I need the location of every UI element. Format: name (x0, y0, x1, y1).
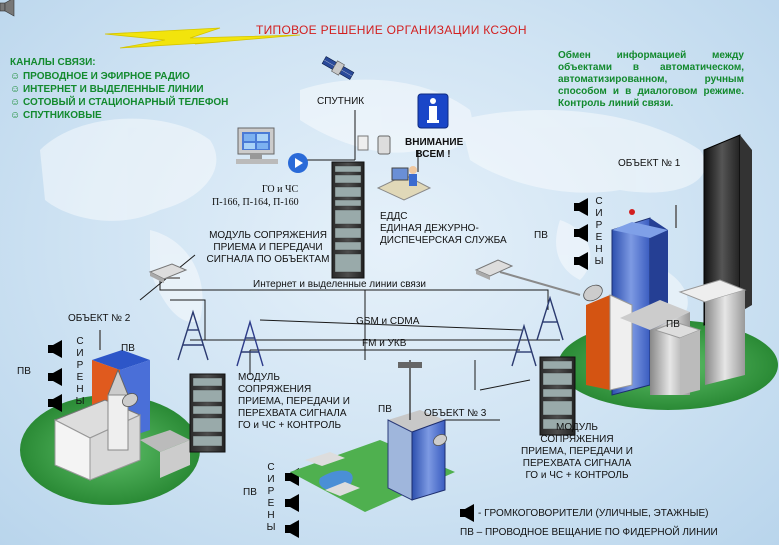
pv-label: ПВ (378, 404, 392, 415)
edds-label: ЕДИНАЯ ДЕЖУРНО- (380, 223, 479, 234)
module-left-label: МОДУЛЬ (238, 372, 280, 383)
server-rack-icon (331, 161, 365, 279)
pv-label: ПВ (17, 366, 31, 377)
speaker-icon (0, 0, 15, 17)
dispatcher-icon (376, 166, 432, 201)
object3-buildings (290, 360, 455, 512)
module-left-label: ПРИЕМА, ПЕРЕДАЧИ И (238, 396, 350, 407)
fm-label: FM и УКВ (362, 338, 407, 349)
module-right-label: ГО и ЧС + КОНТРОЛЬ (525, 470, 629, 481)
module-center-label: СИГНАЛА ПО ОБЪЕКТАМ (206, 254, 330, 265)
module-right-label: СОПРЯЖЕНИЯ (540, 434, 614, 445)
satellite-label: СПУТНИК (317, 96, 365, 107)
module-left-label: СОПРЯЖЕНИЯ (238, 384, 312, 395)
channel-item: ☺ СПУТНИКОВЫЕ (10, 110, 102, 121)
go-chs-label: ГО и ЧС (261, 184, 299, 195)
legend-speakers: - ГРОМКОГОВОРИТЕЛИ (УЛИЧНЫЕ, ЭТАЖНЫЕ) (478, 508, 709, 519)
module-left-label: ГО и ЧС + КОНТРОЛЬ (238, 420, 342, 431)
edds-label: ДИСПЕЧЕРСКАЯ СЛУЖБА (380, 235, 507, 246)
module-right-label: ПЕРЕХВАТА СИГНАЛА (522, 458, 632, 469)
object1-buildings (586, 134, 752, 396)
pv-label: ПВ (243, 487, 257, 498)
info-icon (417, 93, 449, 129)
lightning-icon (104, 27, 301, 49)
phone-icon (357, 135, 391, 155)
legend-pv: ПВ – ПРОВОДНОЕ ВЕЩАНИЕ ПО ФИДЕРНОЙ ЛИНИИ (460, 527, 718, 538)
sireny-label: СИРЕНЫ (266, 462, 276, 533)
channels-heading: КАНАЛЫ СВЯЗИ: (10, 57, 96, 68)
module-center-label: ПРИЕМА И ПЕРЕДАЧИ (213, 242, 323, 253)
object3-label: ОБЪЕКТ № 3 (424, 408, 487, 419)
router-icon (148, 259, 514, 283)
module-right-label: МОДУЛЬ (556, 422, 598, 433)
gsm-label: GSM и CDMA (356, 316, 420, 327)
module-rack-right (539, 356, 576, 436)
p-models-label: П-166, П-164, П-160 (212, 197, 299, 208)
pv-label: ПВ (534, 230, 548, 241)
computer-icon (236, 127, 308, 173)
internet-label: Интернет и выделенные линии связи (253, 279, 426, 290)
channel-item: ☺ ПРОВОДНОЕ И ЭФИРНОЕ РАДИО (10, 71, 190, 82)
module-right-label: ПРИЕМА, ПЕРЕДАЧИ И (521, 446, 633, 457)
module-rack-left (189, 373, 226, 453)
info-text: Обмен информацией между объектами в авто… (558, 50, 744, 109)
channel-item: ☺ СОТОВЫЙ И СТАЦИОНАРНЫЙ ТЕЛЕФОН (10, 97, 229, 108)
pv-label: ПВ (121, 343, 135, 354)
radio-tower-icon (177, 295, 564, 367)
sireny-label: СИРЕНЫ (594, 196, 604, 267)
object2-label: ОБЪЕКТ № 2 (68, 313, 131, 324)
channel-item: ☺ ИНТЕРНЕТ И ВЫДЕЛЕННЫЕ ЛИНИИ (10, 84, 204, 95)
pv-label: ПВ (666, 319, 680, 330)
object2-buildings (53, 330, 190, 481)
module-left-label: ПЕРЕХВАТА СИГНАЛА (238, 408, 347, 419)
sireny-label: СИРЕНЫ (75, 336, 85, 407)
object1-label: ОБЪЕКТ № 1 (618, 158, 681, 169)
attention-label: ВНИМАНИЕ ВСЕМ ! (405, 137, 464, 160)
dish-icon (122, 284, 603, 446)
world-map-background (40, 79, 706, 322)
satellite-icon (321, 56, 355, 80)
page-title: ТИПОВОЕ РЕШЕНИЕ ОРГАНИЗАЦИИ КСЭОН (256, 23, 527, 37)
network-lines (139, 110, 560, 421)
module-center-label: МОДУЛЬ СОПРЯЖЕНИЯ (209, 230, 327, 241)
edds-label: ЕДДС (380, 211, 408, 222)
